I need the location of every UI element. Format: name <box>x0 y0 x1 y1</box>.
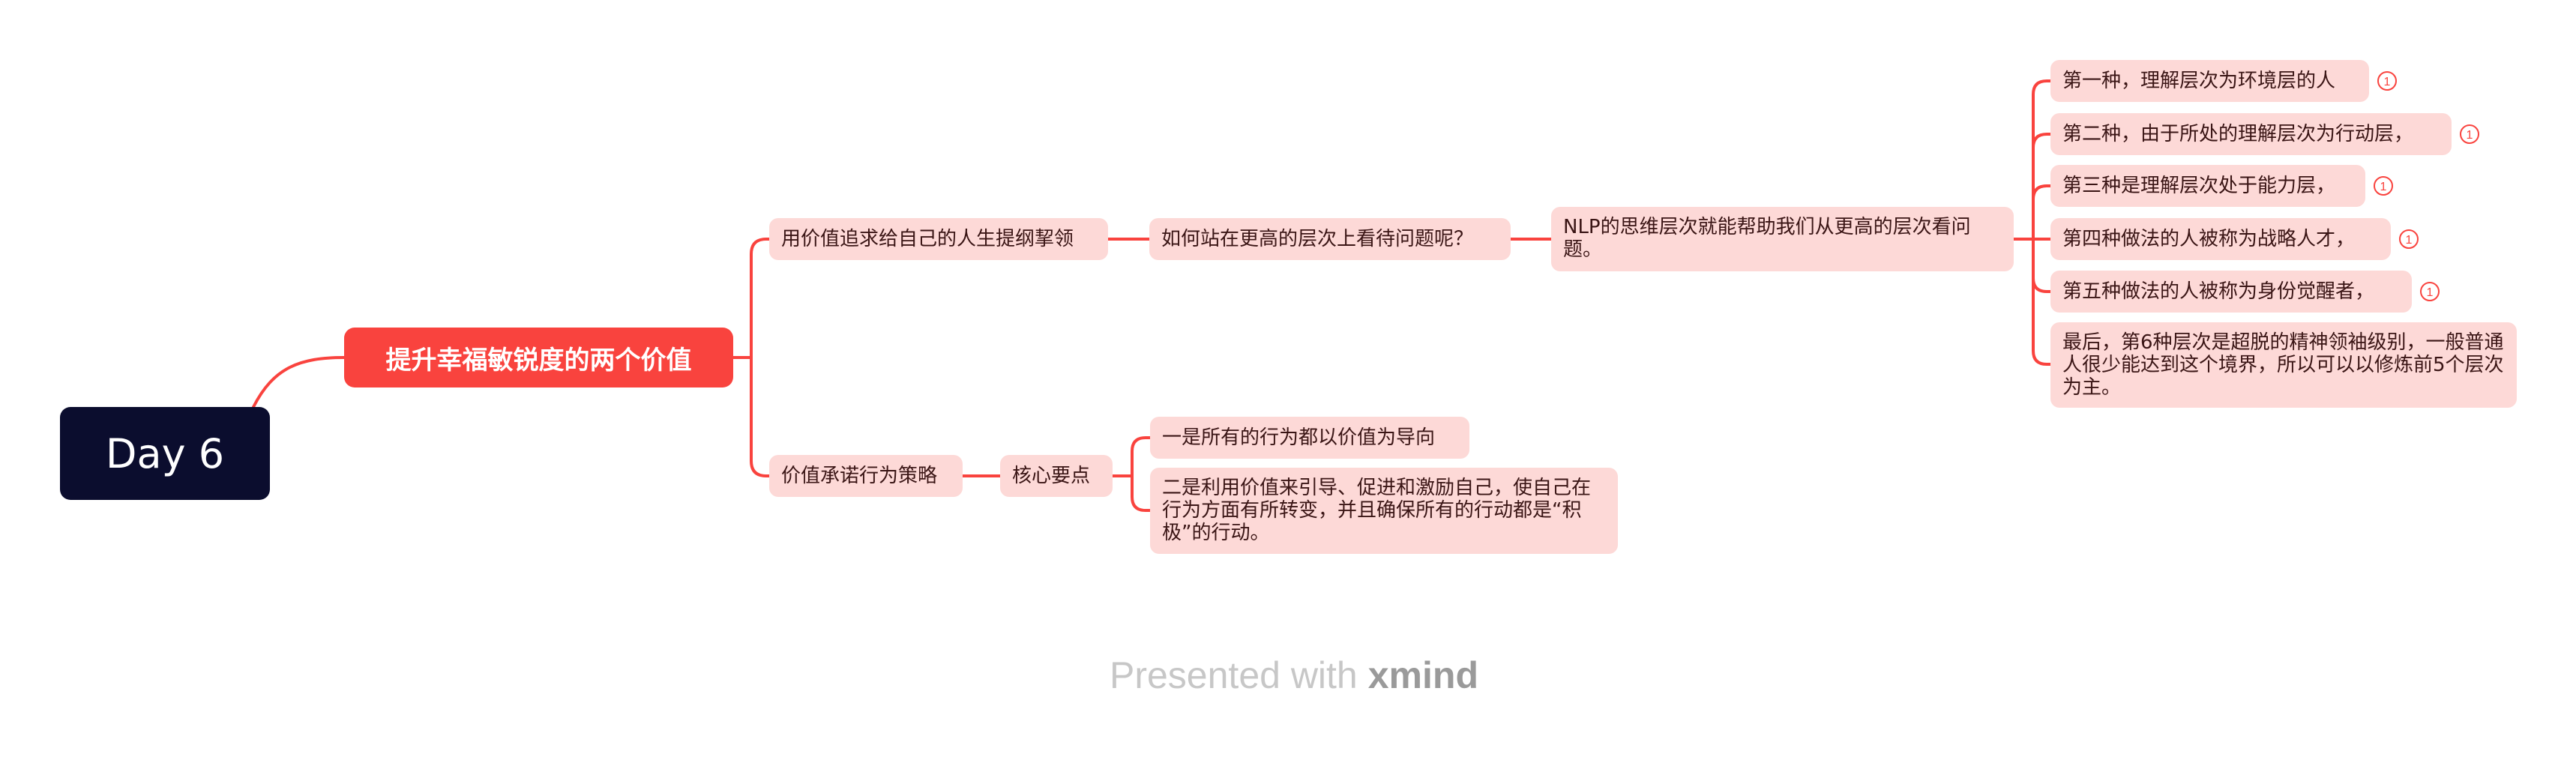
root-topic[interactable]: Day 6 <box>60 407 270 500</box>
level-2-topic[interactable]: 第二种，由于所处的理解层次为行动层， <box>2050 113 2452 155</box>
footer-text: Presented with <box>1110 654 1358 696</box>
link-level-1 <box>2032 79 2052 241</box>
branch-value-pursuit[interactable]: 用价值追求给自己的人生提纲挈领 <box>769 218 1108 260</box>
link-main-branch-2 <box>750 356 771 477</box>
level-5-topic[interactable]: 第五种做法的人被称为身份觉醒者， <box>2050 271 2412 313</box>
footer-watermark: Presented with xmind <box>1092 651 1496 699</box>
link-point-1 <box>1131 436 1152 477</box>
nlp-answer-topic[interactable]: NLP的思维层次就能帮助我们从更高的层次看问题。 <box>1551 207 2014 271</box>
level-6-topic[interactable]: 最后，第6种层次是超脱的精神领袖级别，一般普通人很少能达到这个境界，所以可以以修… <box>2050 322 2517 408</box>
link-level-6 <box>2032 238 2052 366</box>
comment-count-badge[interactable]: 1 <box>2377 71 2397 91</box>
link-level-3 <box>2032 184 2052 241</box>
level-3-topic[interactable]: 第三种是理解层次处于能力层， <box>2050 165 2365 207</box>
point-2-topic[interactable]: 二是利用价值来引导、促进和激励自己，使自己在行为方面有所转变，并且确保所有的行动… <box>1150 468 1618 554</box>
link-root-main <box>252 356 346 408</box>
point-1-topic[interactable]: 一是所有的行为都以价值为导向 <box>1150 417 1469 459</box>
link-main-branch-1 <box>750 238 771 359</box>
level-4-topic[interactable]: 第四种做法的人被称为战略人才， <box>2050 218 2391 260</box>
xmind-logo: xmind <box>1367 654 1478 696</box>
link-level-5 <box>2032 238 2052 293</box>
branch-value-commitment[interactable]: 价值承诺行为策略 <box>769 455 963 497</box>
comment-count-badge[interactable]: 1 <box>2374 176 2393 196</box>
question-topic[interactable]: 如何站在更高的层次上看待问题呢？ <box>1149 218 1511 260</box>
link-point-2 <box>1131 474 1152 512</box>
key-points-topic[interactable]: 核心要点 <box>1000 455 1113 497</box>
comment-count-badge[interactable]: 1 <box>2460 124 2479 144</box>
link-level-2 <box>2032 133 2052 241</box>
comment-count-badge[interactable]: 1 <box>2420 282 2440 301</box>
comment-count-badge[interactable]: 1 <box>2399 229 2419 249</box>
level-1-topic[interactable]: 第一种，理解层次为环境层的人 <box>2050 60 2369 102</box>
main-topic[interactable]: 提升幸福敏锐度的两个价值 <box>344 328 733 387</box>
